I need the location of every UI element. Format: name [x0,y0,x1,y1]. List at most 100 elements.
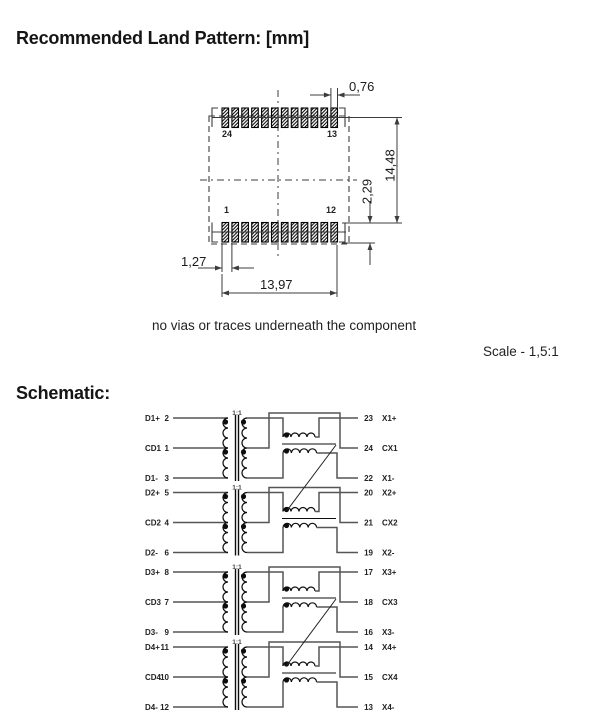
wire [315,646,358,667]
wire [315,417,358,438]
polarity-dot [240,419,247,425]
pad-number-bottom-right: 12 [326,205,337,215]
wire [316,681,358,708]
choke-bottom-winding [282,602,318,608]
wire [315,491,358,513]
choke-top-winding [282,506,316,512]
dimension-arrow [222,290,229,296]
right-pin-number: 14 [364,643,373,652]
choke-bottom-winding [282,448,318,454]
dim-pitch-label: 1,27 [181,254,207,269]
polarity-dot [240,449,247,455]
dimension-arrow [330,290,337,296]
right-pin-number: 23 [364,414,373,423]
left-pin-number: 2 [165,414,170,423]
left-pin-number: 12 [160,703,169,712]
polarity-dot [222,648,229,654]
land-pattern-geometry [198,88,402,297]
right-pin-number: 21 [364,519,373,528]
left-pin-name: D1+ [145,414,160,423]
polarity-dot [283,448,290,454]
land-pattern-drawing [198,88,402,297]
right-pin-number: 16 [364,628,373,637]
left-pin-number: 7 [165,598,170,607]
polarity-dot [222,419,229,425]
right-pin-number: 22 [364,474,373,483]
dimension-arrow [337,92,345,98]
primary-winding [222,646,229,708]
choke-bottom-winding [282,677,318,683]
choke-crossing-line [286,444,337,511]
right-pin-name: X4- [382,703,395,712]
polarity-dot [222,449,229,455]
choke-top-winding [282,432,316,438]
polarity-dot [240,648,247,654]
right-pin-name: CX4 [382,673,398,682]
primary-winding [222,571,229,633]
right-pin-name: X3- [382,628,395,637]
left-pin-number: 11 [161,643,170,652]
polarity-dot [240,493,247,500]
right-pin-name: X2- [382,549,395,558]
polarity-dot [283,602,290,608]
turns-ratio-label: 1:1 [232,564,242,571]
wire [247,607,284,633]
turns-ratio-label: 1:1 [232,485,242,492]
polarity-dot [222,573,229,579]
left-pin-number: 4 [165,519,170,528]
schematic-title: Schematic: [16,383,111,403]
left-pin-number: 5 [165,489,170,498]
left-pin-number: 1 [165,444,170,453]
polarity-dot [240,523,247,530]
polarity-dot [240,603,247,609]
dim-height-label: 14,48 [382,149,398,182]
land-pattern-title: Recommended Land Pattern: [mm] [16,28,310,48]
right-pin-name: X1+ [382,414,397,423]
wire [247,527,284,554]
wire [316,606,358,633]
right-pin-name: CX3 [382,598,398,607]
polarity-dot [283,661,290,667]
right-pin-number: 15 [364,673,373,682]
wire [247,646,284,666]
right-pin-name: CX1 [382,444,398,453]
left-pin-name: CD2 [145,519,162,528]
dimension-arrow [394,216,400,223]
secondary-winding [241,646,248,708]
polarity-dot [222,493,229,500]
right-pin-number: 24 [364,444,373,453]
right-pin-name: CX2 [382,519,398,528]
wire [247,571,284,591]
secondary-winding [241,417,248,479]
primary-winding [222,491,229,554]
wire [247,417,284,437]
secondary-winding [241,571,248,633]
corner-bracket [211,222,218,243]
left-pin-name: CD1 [145,444,162,453]
right-pin-number: 17 [364,568,373,577]
choke-crossing-line [286,598,337,666]
polarity-dot [283,586,290,592]
corner-bracket [339,107,346,127]
dimension-arrow [367,243,373,250]
left-pin-name: CD3 [145,598,162,607]
dimension-arrow [215,265,222,271]
wire [316,526,358,554]
polarity-dot [222,523,229,530]
polarity-dot [240,573,247,579]
wire [247,412,358,449]
dim-pad-length-label: 2,29 [359,178,375,205]
left-pin-name: D4- [145,703,158,712]
left-pin-name: CD4 [145,673,162,682]
dimension-arrow [394,117,400,125]
wire [316,452,358,479]
polarity-dot [222,678,229,684]
left-pin-name: D4+ [145,643,160,652]
right-pin-name: X3+ [382,568,397,577]
choke-top-winding [282,586,316,592]
polarity-dot [283,432,290,438]
